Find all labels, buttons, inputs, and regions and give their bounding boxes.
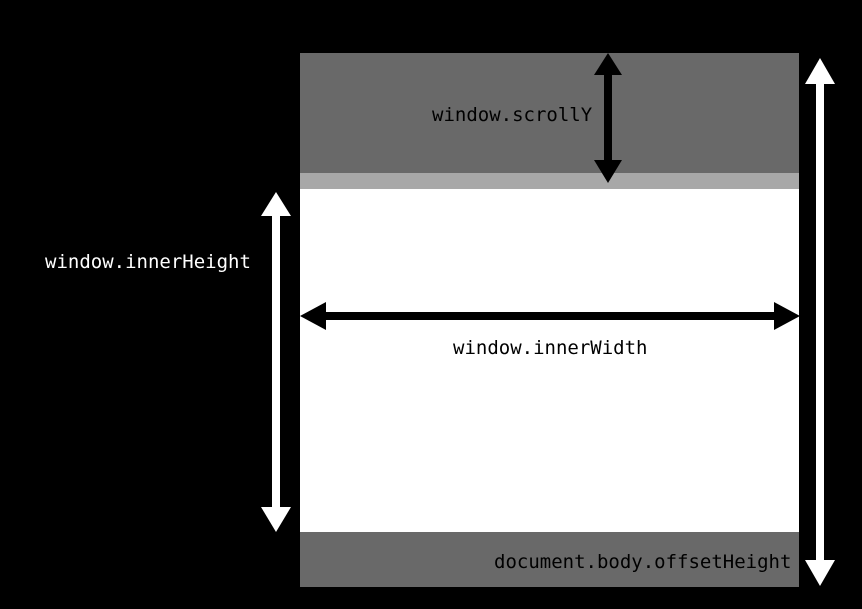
scroll-y-arrow [594,53,622,183]
scroll-y-label: window.scrollY [432,104,593,126]
scroll-edge-band [300,173,799,189]
viewport-region [300,189,799,532]
inner-height-label: window.innerHeight [45,251,251,273]
inner-width-arrow [300,302,800,330]
inner-width-label: window.innerWidth [453,337,648,359]
below-viewport-region [300,532,799,587]
scrolled-region [300,53,799,173]
body-offset-height-label: document.body.offsetHeight [494,551,792,573]
inner-height-arrow [261,192,291,532]
body-offset-height-arrow [805,58,835,586]
